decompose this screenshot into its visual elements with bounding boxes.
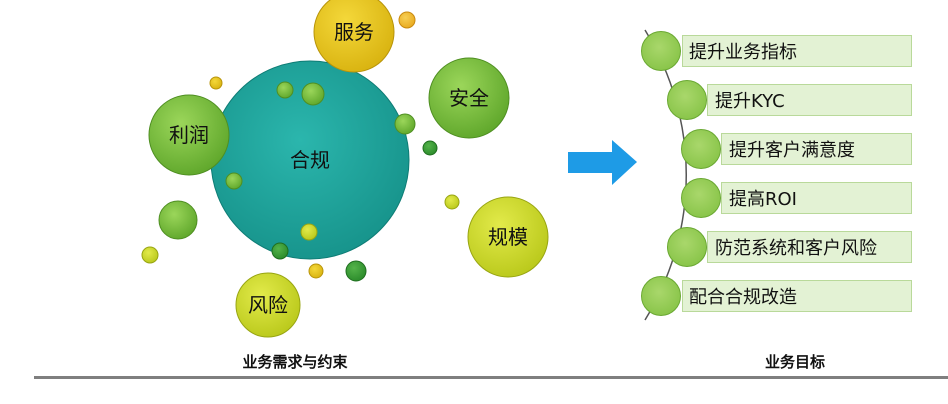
goal-label: 提升业务指标 xyxy=(689,42,797,63)
goal-bullet-icon xyxy=(667,80,707,120)
small-bubble xyxy=(141,246,159,264)
goal-box: 提升KYC xyxy=(707,84,912,116)
small-bubble xyxy=(398,11,416,29)
small-bubble xyxy=(345,260,367,282)
goal-bullet-icon xyxy=(641,276,681,316)
risk-bubble xyxy=(235,272,301,338)
goal-label: 配合合规改造 xyxy=(689,287,797,308)
profit-label: 利润 xyxy=(169,123,209,147)
small-bubble xyxy=(444,194,460,210)
small-bubble xyxy=(394,113,416,135)
goal-box: 提升客户满意度 xyxy=(721,133,912,165)
goal-label: 提高ROI xyxy=(729,189,797,210)
risk-label: 风险 xyxy=(248,293,288,317)
small-bubble xyxy=(308,263,324,279)
goal-bullet-icon xyxy=(681,129,721,169)
goal-label: 提升客户满意度 xyxy=(729,140,855,161)
safety-label: 安全 xyxy=(449,86,489,110)
service-bubble xyxy=(313,0,395,73)
small-bubble xyxy=(209,76,223,90)
small-bubble xyxy=(301,82,325,106)
small-bubble xyxy=(422,140,438,156)
profit-bubble xyxy=(148,94,230,176)
small-bubble xyxy=(276,81,294,99)
service-label: 服务 xyxy=(334,20,374,44)
right-caption: 业务目标 xyxy=(764,353,825,371)
small-bubble xyxy=(271,242,289,260)
goal-box: 提升业务指标 xyxy=(682,35,912,67)
scale-label: 规模 xyxy=(488,225,528,249)
right-arrow-icon xyxy=(568,140,637,185)
small-bubble xyxy=(300,223,318,241)
safety-bubble xyxy=(428,57,510,139)
scale-bubble xyxy=(467,196,549,278)
goal-bullet-icon xyxy=(667,227,707,267)
goal-label: 提升KYC xyxy=(715,91,785,112)
small-bubble xyxy=(225,172,243,190)
goal-bullet-icon xyxy=(641,31,681,71)
goal-box: 防范系统和客户风险 xyxy=(707,231,912,263)
small-bubble xyxy=(158,200,198,240)
goal-bullet-icon xyxy=(681,178,721,218)
goal-label: 防范系统和客户风险 xyxy=(715,238,877,259)
compliance-label: 合规 xyxy=(290,148,330,172)
goal-box: 提高ROI xyxy=(721,182,912,214)
left-caption: 业务需求与约束 xyxy=(242,353,348,371)
bottom-divider xyxy=(34,376,948,379)
goal-box: 配合合规改造 xyxy=(682,280,912,312)
